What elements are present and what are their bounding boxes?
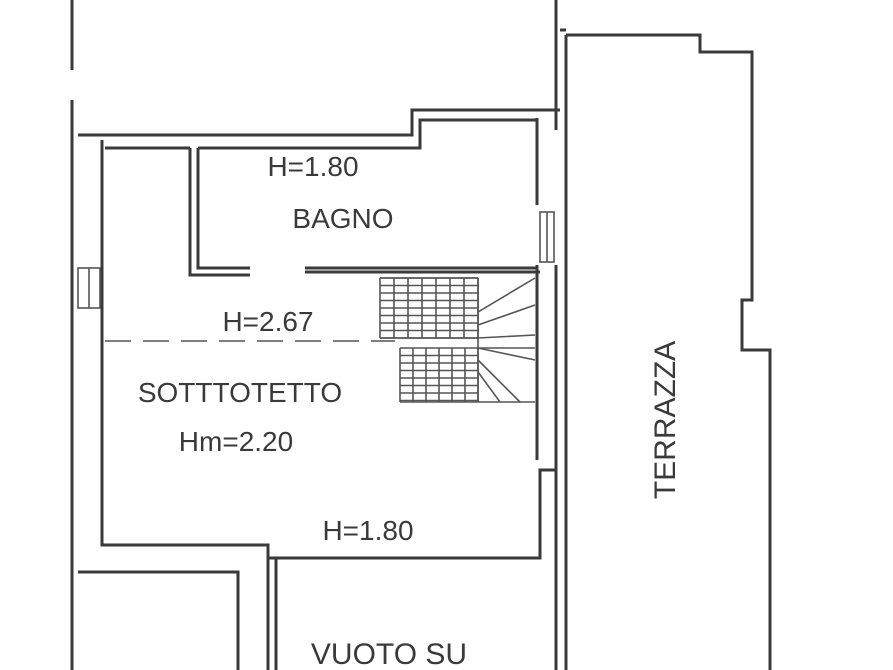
stair-winder	[477, 347, 536, 361]
bagno-name-label: BAGNO	[292, 203, 393, 234]
terrazza-walls	[554, 0, 772, 670]
stair-winder	[477, 371, 501, 403]
terrazza-outline	[566, 33, 772, 670]
mean-height-label: Hm=2.20	[179, 426, 293, 457]
vuoto-name-label: VUOTO SU	[311, 638, 467, 670]
stair-winder	[477, 334, 536, 339]
stair-winder	[477, 304, 536, 326]
left-inner-wall	[100, 140, 270, 670]
walls	[70, 0, 560, 670]
window-left	[77, 267, 101, 309]
stair-winder	[477, 277, 536, 313]
upper-partition-wall	[78, 108, 560, 137]
lower-left-wall	[78, 570, 240, 670]
lower-room-walls	[268, 468, 556, 670]
vuoto-top-wall	[268, 468, 556, 560]
staircase	[379, 277, 536, 403]
bagno-outline	[105, 118, 540, 277]
ridge-height-label: H=2.67	[222, 306, 313, 337]
bagno-walls	[105, 118, 555, 277]
stair-winder	[477, 359, 521, 403]
sottotetto-name-label: SOTTTOTETTO	[138, 377, 342, 408]
eaves-height-label: H=1.80	[322, 515, 413, 546]
terrazza-name-label: TERRAZZA	[649, 341, 682, 499]
terrazza-top	[554, 0, 566, 32]
bagno-height-label: H=1.80	[267, 151, 358, 182]
